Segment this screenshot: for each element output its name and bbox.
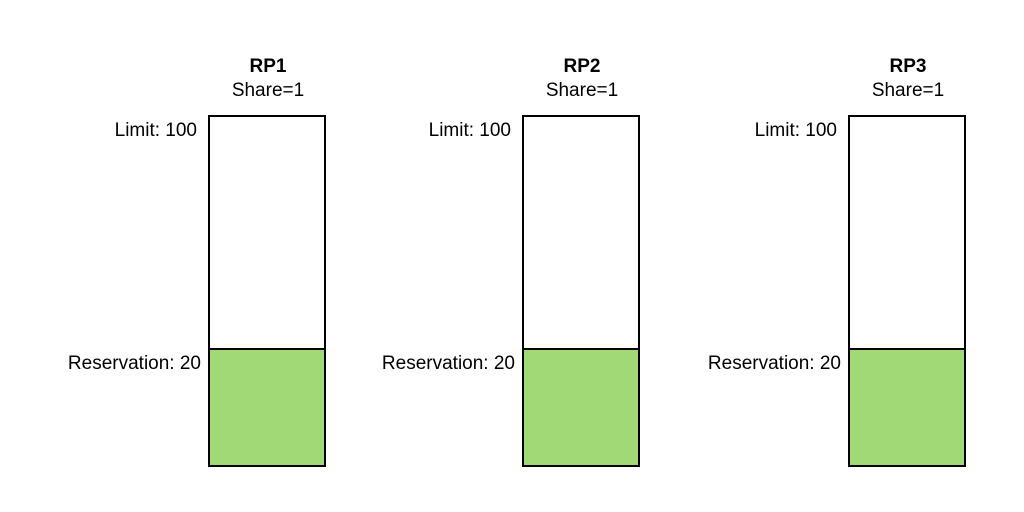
pool-title: RP2 <box>563 56 601 77</box>
reservation-label: Reservation: 20 <box>381 353 515 374</box>
reservation-fill <box>850 348 964 465</box>
pool-bar <box>208 115 326 467</box>
limit-label: Limit: 100 <box>428 120 511 141</box>
pool-bar <box>848 115 966 467</box>
reservation-label: Reservation: 20 <box>67 353 201 374</box>
pool-title: RP3 <box>889 56 927 77</box>
reservation-fill <box>524 348 638 465</box>
pool-share: Share=1 <box>545 80 619 101</box>
pool-share: Share=1 <box>231 80 305 101</box>
pool-share: Share=1 <box>871 80 945 101</box>
pool-bar <box>522 115 640 467</box>
pool-title: RP1 <box>249 56 287 77</box>
limit-label: Limit: 100 <box>114 120 197 141</box>
limit-label: Limit: 100 <box>754 120 837 141</box>
reservation-label: Reservation: 20 <box>707 353 841 374</box>
reservation-fill <box>210 348 324 465</box>
